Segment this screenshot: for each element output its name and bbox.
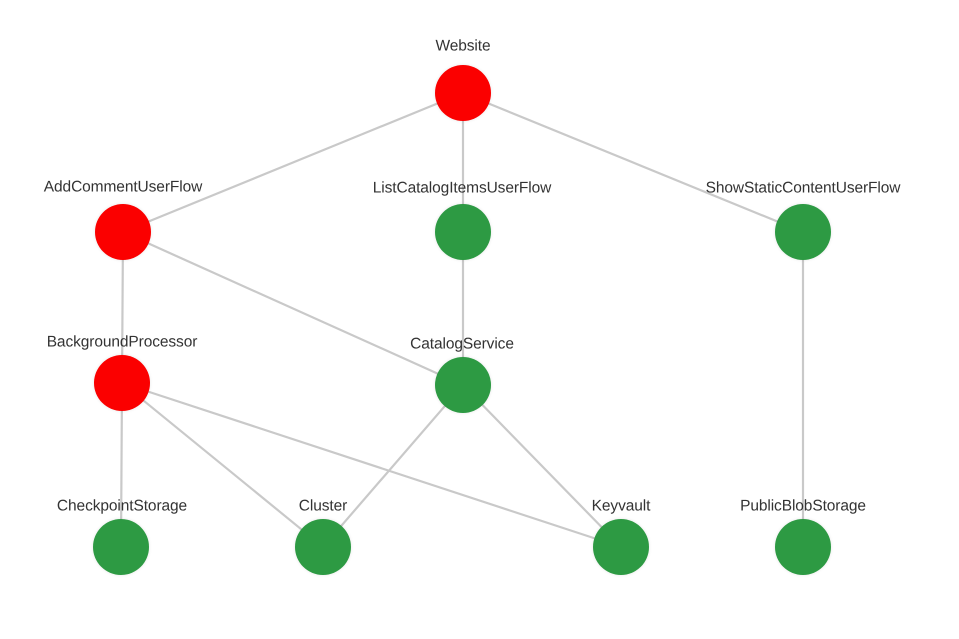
- graph-edge: [121, 256, 124, 359]
- graph-node-listcatalogitemsuserflow[interactable]: [435, 204, 491, 260]
- graph-edge: [120, 407, 123, 523]
- node-label-catalogservice: CatalogService: [410, 335, 514, 353]
- node-label-backgroundprocessor: BackgroundProcessor: [46, 333, 198, 351]
- graph-node-cluster[interactable]: [295, 519, 351, 575]
- graph-node-website[interactable]: [435, 65, 491, 121]
- node-label-website: Website: [435, 37, 491, 55]
- graph-edge: [480, 402, 604, 530]
- graph-edge: [485, 101, 781, 224]
- graph-edge: [145, 241, 441, 376]
- node-label-showstaticcontentuserflow: ShowStaticContentUserFlow: [705, 179, 901, 197]
- graph-node-showstaticcontentuserflow[interactable]: [775, 204, 831, 260]
- graph-edge: [145, 390, 598, 540]
- graph-node-keyvault[interactable]: [593, 519, 649, 575]
- node-label-listcatalogitemsuserflow: ListCatalogItemsUserFlow: [372, 179, 552, 197]
- graph-node-checkpointstorage[interactable]: [93, 519, 149, 575]
- graph-node-catalogservice[interactable]: [435, 357, 491, 413]
- node-label-addcommentuserflow: AddCommentUserFlow: [43, 178, 203, 196]
- graph-node-backgroundprocessor[interactable]: [94, 355, 150, 411]
- graph-edge: [338, 403, 448, 529]
- graph-node-addcommentuserflow[interactable]: [95, 204, 151, 260]
- node-label-cluster: Cluster: [298, 497, 348, 515]
- graph-node-publicblobstorage[interactable]: [775, 519, 831, 575]
- node-label-keyvault: Keyvault: [591, 497, 651, 515]
- node-label-checkpointstorage: CheckpointStorage: [56, 497, 188, 515]
- graph-edge: [145, 101, 441, 224]
- graph-edge: [141, 398, 304, 532]
- node-label-publicblobstorage: PublicBlobStorage: [740, 497, 866, 515]
